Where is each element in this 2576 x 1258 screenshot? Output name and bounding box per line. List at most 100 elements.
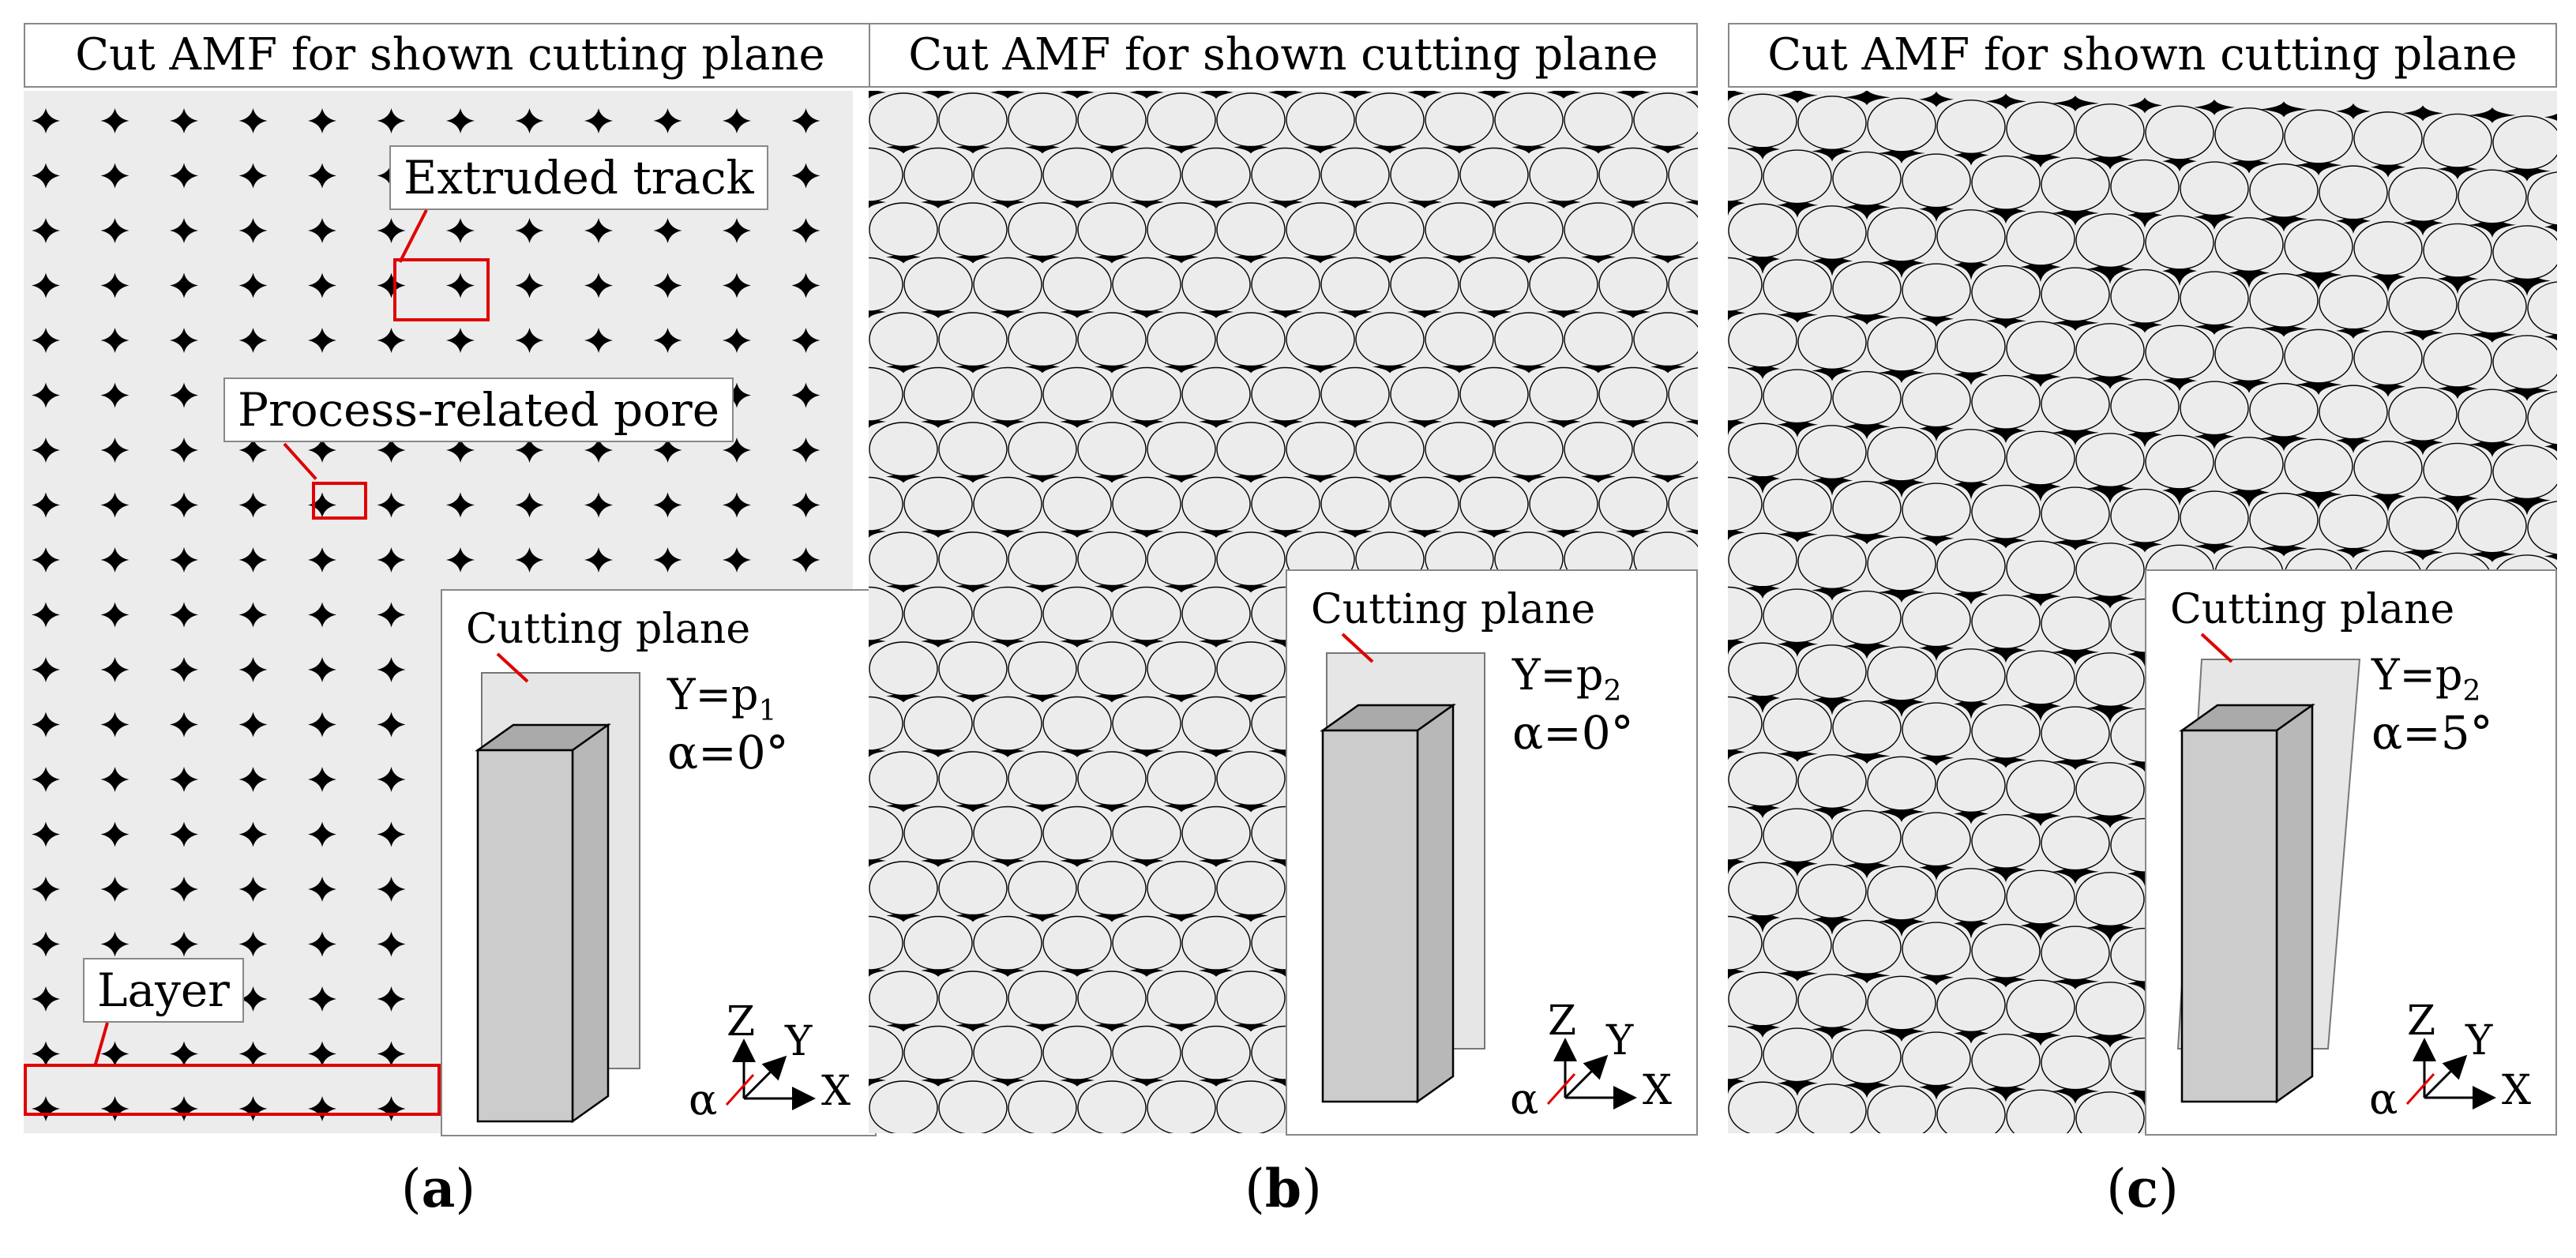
extruded-track bbox=[2075, 872, 2145, 927]
pore bbox=[446, 437, 475, 463]
pore bbox=[1372, 141, 1407, 154]
extruded-track bbox=[2319, 494, 2388, 550]
pore bbox=[1650, 360, 1685, 374]
pore bbox=[2503, 160, 2551, 182]
pore bbox=[1745, 1017, 1780, 1038]
extruded-track bbox=[1728, 862, 1797, 917]
pore bbox=[1407, 91, 1442, 99]
extruded-track bbox=[1971, 813, 2041, 869]
extruded-track bbox=[2214, 327, 2284, 382]
pore bbox=[32, 821, 60, 847]
extruded-track bbox=[1147, 92, 1216, 148]
extruded-track bbox=[2284, 109, 2353, 164]
extruded-track bbox=[2075, 543, 2145, 598]
extruded-track bbox=[1042, 366, 1112, 422]
pore bbox=[100, 821, 130, 847]
pore bbox=[100, 877, 130, 902]
extruded-track bbox=[1216, 422, 1286, 477]
extruded-track bbox=[1936, 319, 2006, 374]
extruded-track bbox=[869, 422, 938, 477]
pore bbox=[1919, 1074, 1954, 1100]
extruded-track bbox=[1355, 422, 1425, 477]
extruded-track bbox=[1564, 92, 1633, 148]
pore bbox=[1060, 1074, 1095, 1087]
pore bbox=[1777, 306, 1818, 323]
pore bbox=[2336, 208, 2371, 234]
extruded-track bbox=[1902, 1031, 1971, 1087]
pore bbox=[791, 382, 820, 408]
extruded-track-highlight bbox=[393, 258, 490, 321]
extruded-track bbox=[1112, 366, 1181, 422]
extruded-track bbox=[869, 751, 938, 806]
extruded-track bbox=[1112, 257, 1181, 312]
pore bbox=[1616, 306, 1650, 318]
pore bbox=[1616, 91, 1650, 99]
extruded-track bbox=[1902, 812, 1971, 867]
pore bbox=[1878, 248, 1925, 279]
pore bbox=[308, 218, 336, 243]
extruded-track bbox=[1181, 257, 1251, 312]
pore bbox=[1728, 744, 1745, 760]
pore bbox=[1372, 470, 1407, 483]
y-axis bbox=[742, 1055, 787, 1100]
extruded-track bbox=[2353, 111, 2423, 167]
pore bbox=[1129, 525, 1164, 538]
extruded-track bbox=[2110, 159, 2180, 214]
extruded-track bbox=[2388, 386, 2458, 441]
pore bbox=[2260, 540, 2308, 557]
extruded-track bbox=[1902, 153, 1971, 208]
pore bbox=[1954, 469, 1988, 500]
pore bbox=[990, 196, 1025, 208]
extruded-track bbox=[1668, 477, 1698, 531]
extruded-track bbox=[1564, 422, 1633, 477]
extruded-track bbox=[903, 366, 973, 422]
pore bbox=[1407, 306, 1442, 318]
extruded-track bbox=[2214, 437, 2284, 492]
pore bbox=[1095, 250, 1129, 264]
extruded-track bbox=[973, 476, 1042, 531]
extruded-track bbox=[2423, 442, 2492, 498]
extruded-track bbox=[1216, 971, 1286, 1026]
pore bbox=[1164, 909, 1199, 922]
pore bbox=[2052, 95, 2099, 111]
pore bbox=[1338, 415, 1372, 428]
pore bbox=[791, 328, 820, 353]
extruded-track bbox=[938, 422, 1008, 477]
extruded-track bbox=[1216, 92, 1286, 148]
pore bbox=[921, 196, 956, 208]
pore bbox=[238, 437, 268, 463]
extruded-track bbox=[869, 531, 938, 587]
pore bbox=[1303, 250, 1338, 264]
pore bbox=[238, 1041, 268, 1067]
pore bbox=[170, 877, 198, 902]
pore bbox=[1129, 415, 1164, 428]
pore bbox=[2162, 256, 2197, 287]
pore bbox=[1812, 141, 1853, 162]
pore bbox=[1477, 306, 1511, 318]
pore bbox=[1129, 91, 1164, 99]
extruded-track bbox=[2075, 1091, 2145, 1133]
extruded-track bbox=[1425, 92, 1494, 148]
extruded-track bbox=[2214, 107, 2284, 163]
extruded-track bbox=[1832, 261, 1902, 316]
pore bbox=[1095, 470, 1129, 483]
pore bbox=[886, 250, 921, 264]
extruded-track bbox=[1832, 1029, 1902, 1084]
extruded-track bbox=[1902, 702, 1971, 757]
pore bbox=[238, 986, 268, 1012]
pore bbox=[2020, 471, 2061, 502]
pore bbox=[308, 437, 336, 463]
layer-label: Layer bbox=[83, 958, 244, 1023]
extruded-track bbox=[2041, 157, 2110, 212]
pore bbox=[446, 492, 475, 518]
pore bbox=[1812, 465, 1853, 496]
extruded-track bbox=[2527, 391, 2557, 445]
extruded-track bbox=[2110, 268, 2180, 324]
pore bbox=[446, 547, 475, 573]
extruded-track bbox=[1286, 422, 1355, 477]
extruded-track bbox=[1147, 861, 1216, 916]
extruded-track bbox=[2180, 381, 2249, 436]
pore bbox=[956, 909, 990, 922]
pore bbox=[1129, 964, 1164, 977]
